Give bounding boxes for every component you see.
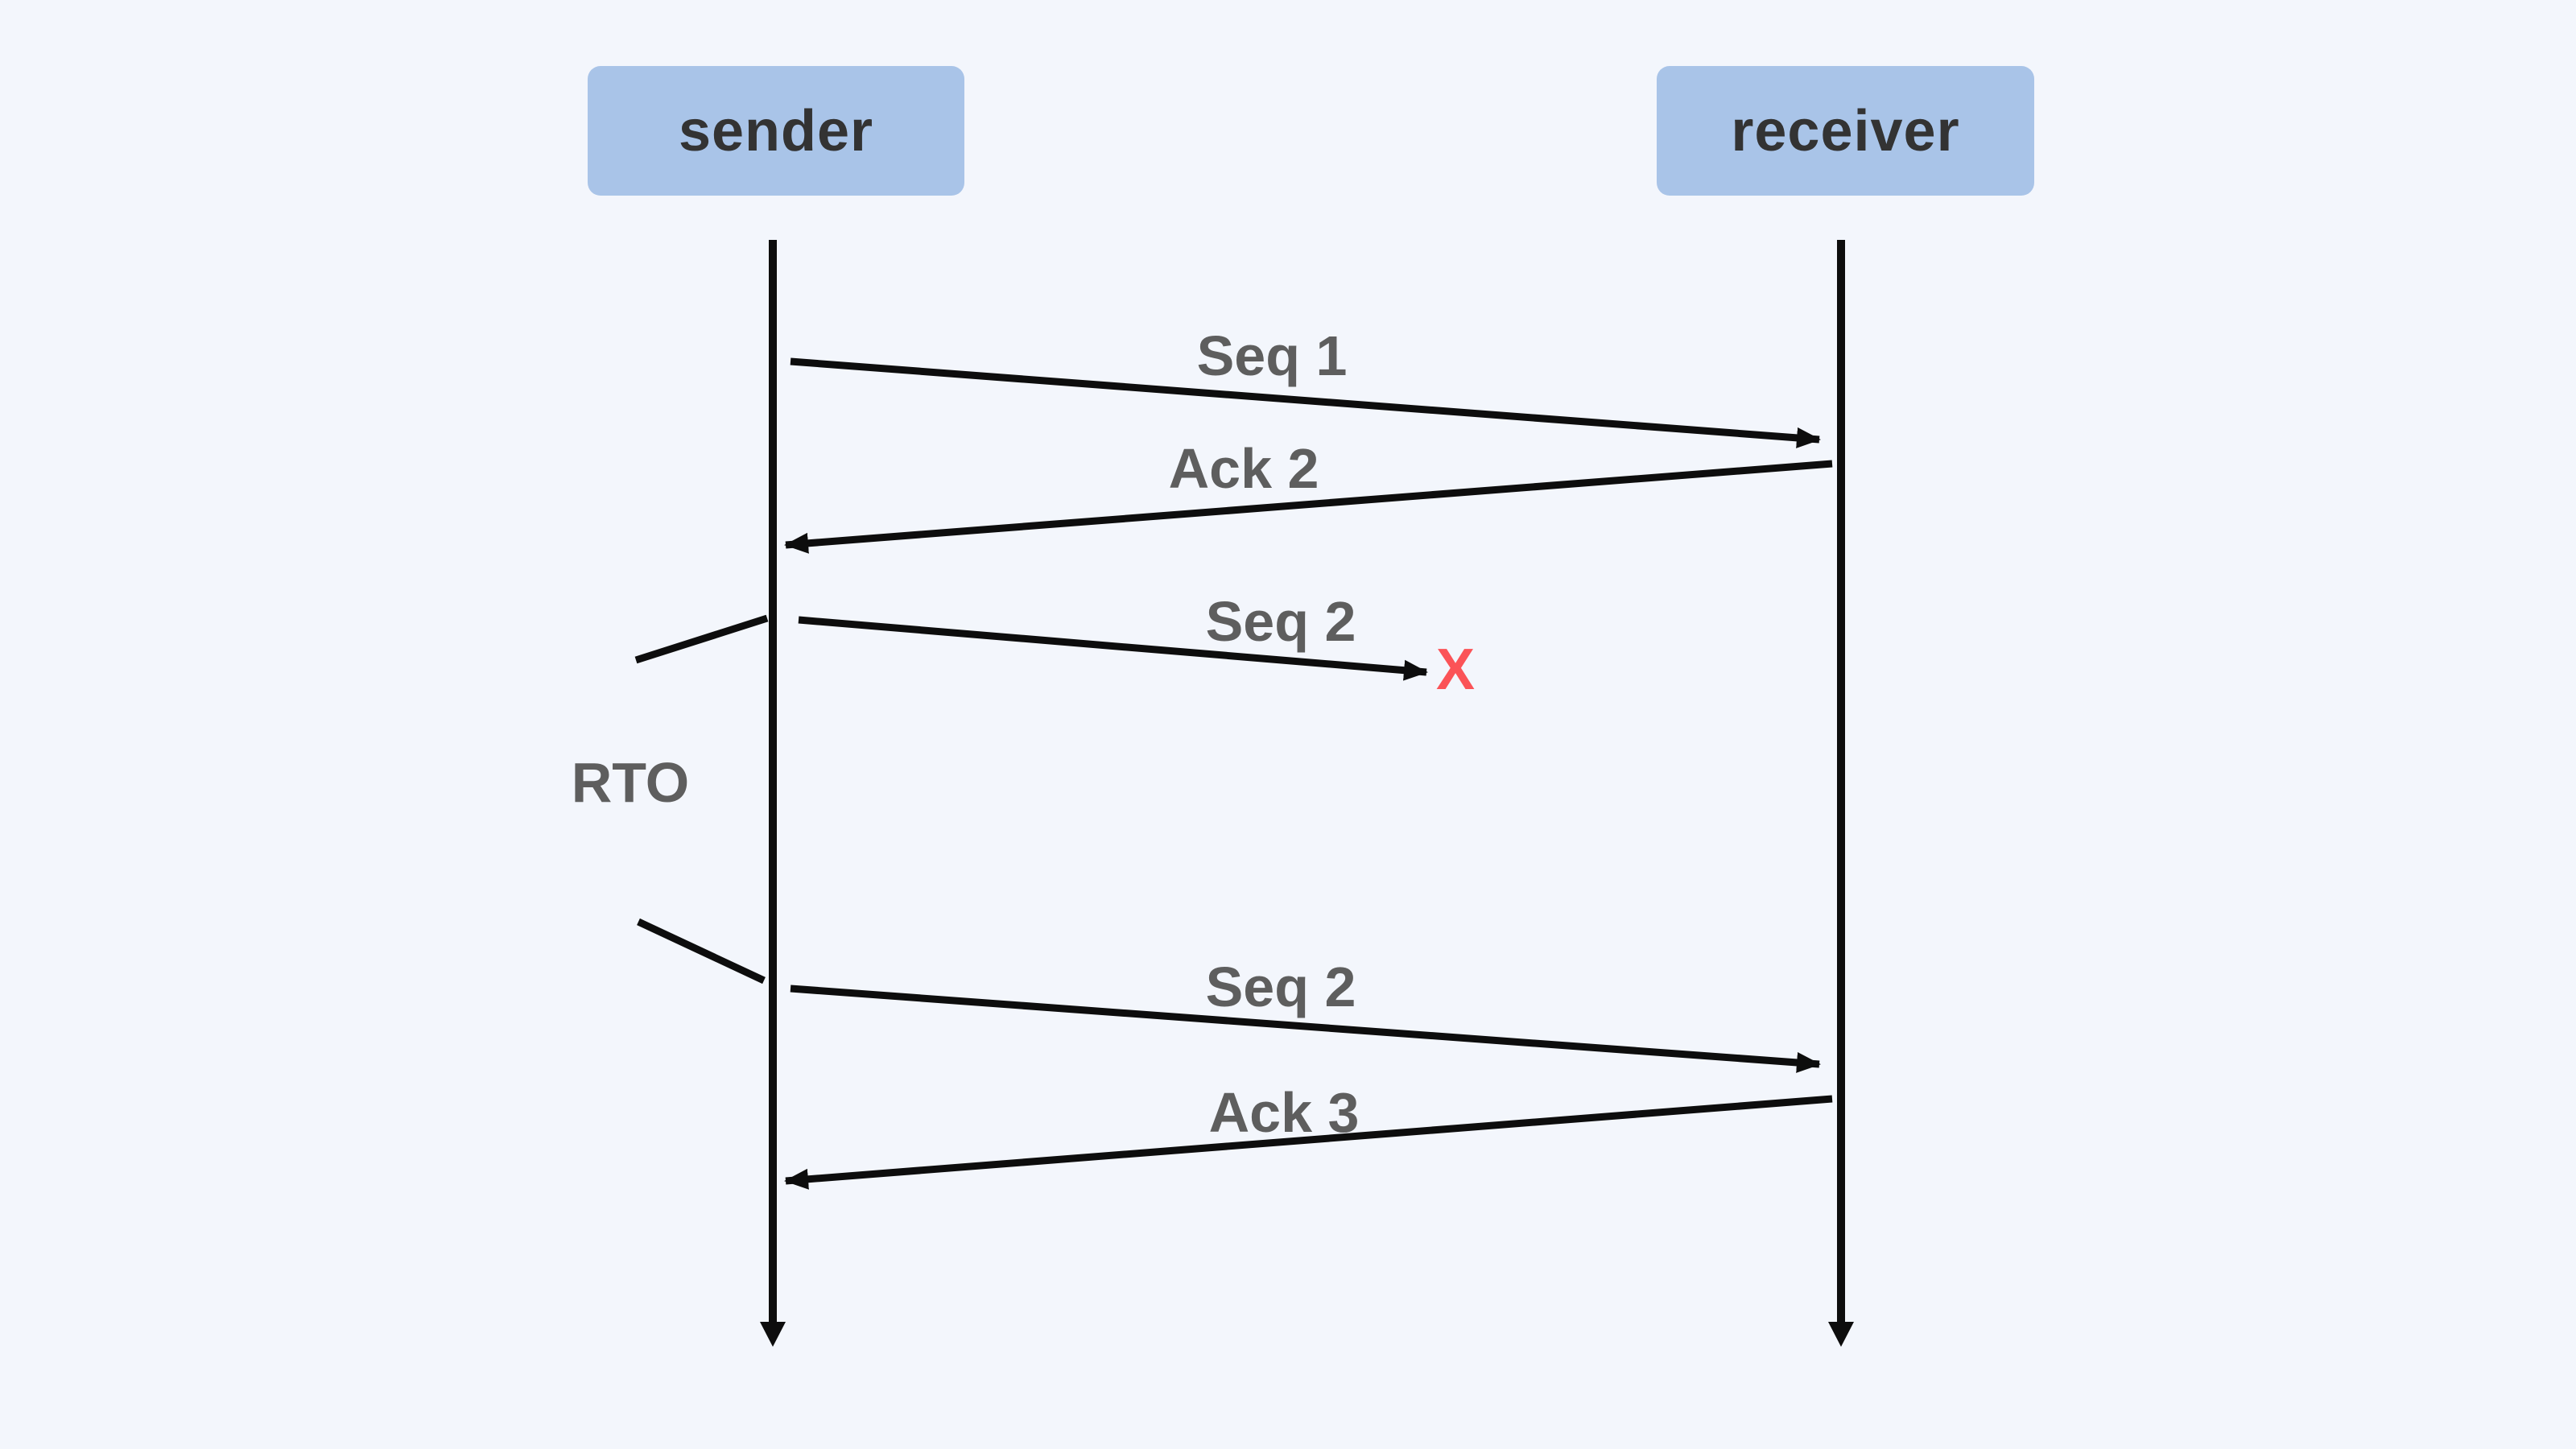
actor-sender-box: sender [588, 66, 964, 196]
seq-2-lost-arrow [798, 616, 1428, 681]
rto-label: RTO [571, 751, 690, 814]
actor-receiver-label: receiver [1731, 98, 1960, 163]
receiver-lifeline-arrowhead [1828, 1322, 1854, 1347]
label-seq-2-retransmit: Seq 2 [1205, 956, 1356, 1018]
rto-start-tick [634, 614, 769, 664]
ack-3-arrow [784, 1095, 1833, 1190]
label-ack-3: Ack 3 [1208, 1081, 1360, 1144]
sender-lifeline-arrowhead [760, 1322, 786, 1347]
rto-end-tick [637, 918, 766, 985]
label-seq-2-lost: Seq 2 [1205, 590, 1356, 653]
packet-loss-marker: X [1435, 638, 1476, 702]
seq-2-retransmit-arrow [790, 985, 1821, 1073]
label-ack-2: Ack 2 [1168, 437, 1319, 500]
label-seq-1: Seq 1 [1196, 324, 1348, 387]
actor-sender-label: sender [678, 98, 874, 163]
ack-2-arrow [784, 460, 1833, 554]
seq-1-arrow [790, 357, 1821, 448]
actor-receiver-box: receiver [1657, 66, 2034, 196]
